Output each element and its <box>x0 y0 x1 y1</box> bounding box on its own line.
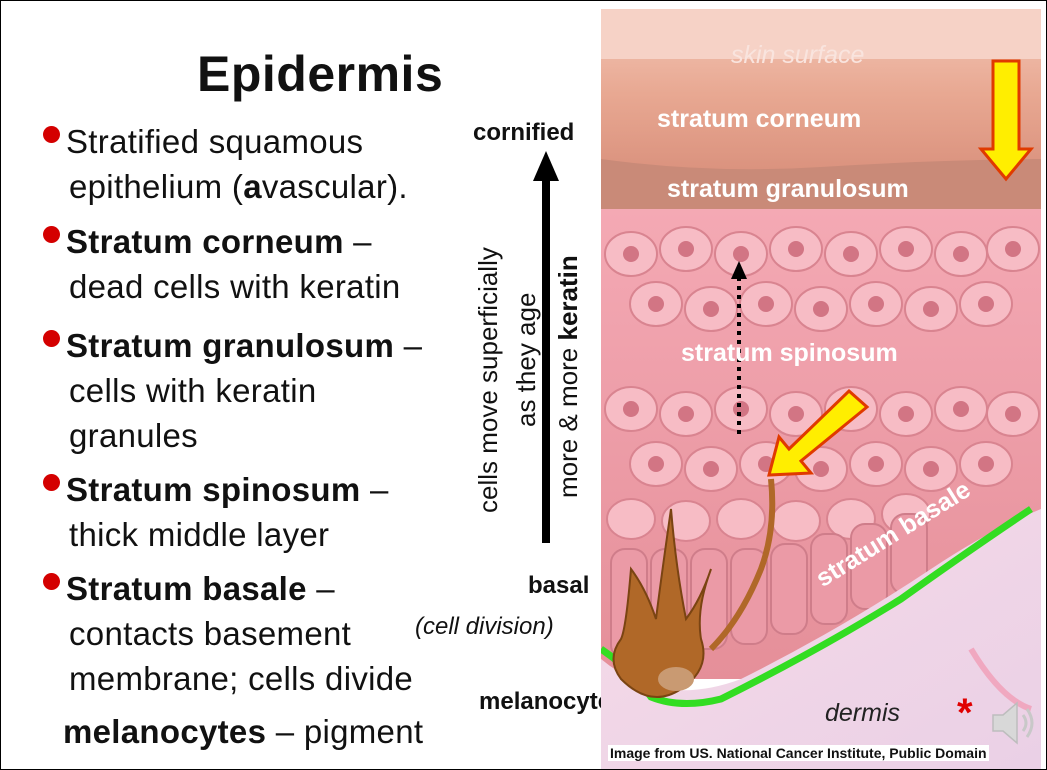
bullet-heading: Stratum spinosum <box>66 471 361 508</box>
bullet-heading: Stratum granulosum <box>66 327 395 364</box>
label-skin-surface: skin surface <box>731 41 865 69</box>
vertical-label-1: cells move superficially <box>473 247 503 513</box>
image-credit: Image from US. National Cancer Institute… <box>608 745 989 761</box>
bullet-line2: cells with keratin <box>69 372 317 409</box>
vertical-label-3-bold: keratin <box>553 255 583 341</box>
melanocytes-note: melanocytes – pigment <box>63 709 483 754</box>
label-cornified: cornified <box>473 119 575 146</box>
slide-title: Epidermis <box>197 46 444 102</box>
bullet-line2: thick middle layer <box>69 516 330 553</box>
bullet-dash: – <box>343 223 372 260</box>
bullet-dot-icon <box>43 329 60 347</box>
bullet-line2-bold: a <box>243 168 262 205</box>
asterisk-icon: * <box>957 691 973 735</box>
label-dermis: dermis <box>825 699 901 727</box>
label-melanocyte: melanocyte <box>479 688 612 715</box>
bullet-line2: epithelium ( <box>69 168 244 205</box>
bullet-corneum: Stratum corneum – dead cells with kerati… <box>43 219 463 309</box>
upward-arrow-icon <box>533 151 559 543</box>
label-stratum-spinosum: stratum spinosum <box>681 339 898 367</box>
bullet-heading: Stratum corneum <box>66 223 344 260</box>
label-stratum-corneum: stratum corneum <box>657 105 862 133</box>
bullet-basale: Stratum basale – contacts basement membr… <box>43 566 463 701</box>
bullet-line2: contacts basement <box>69 615 352 652</box>
bullet-dot-icon <box>43 125 60 143</box>
bullet-dash: – <box>360 471 389 508</box>
epidermis-illustration: skin surface stratum corneum stratum gra… <box>599 9 1041 769</box>
label-cell-division: (cell division) <box>415 613 554 640</box>
bullet-line3: granules <box>69 417 198 454</box>
bullet-dot-icon <box>43 473 60 491</box>
bullet-line1: Stratified squamous <box>66 123 364 160</box>
label-stratum-granulosum: stratum granulosum <box>667 175 909 203</box>
bullet-granulosum: Stratum granulosum – cells with keratin … <box>43 323 463 458</box>
bullet-dot-icon <box>43 225 60 243</box>
bullet-line3: membrane; cells divide <box>69 660 414 697</box>
melanocytes-bold: melanocytes <box>63 713 267 750</box>
bullet-line2-rest: vascular). <box>261 168 408 205</box>
speaker-icon[interactable] <box>989 697 1039 749</box>
vertical-label-3-pre: more & more <box>553 340 583 498</box>
bullet-dash: – <box>306 570 335 607</box>
bullet-heading: Stratum basale <box>66 570 307 607</box>
bullet-line2: dead cells with keratin <box>69 268 401 305</box>
vertical-label-2: as they age <box>511 292 541 427</box>
label-basal: basal <box>528 572 590 599</box>
bullet-dash: – <box>394 327 423 364</box>
bullet-dot-icon <box>43 572 60 590</box>
vertical-label-3: more & more keratin <box>553 255 584 498</box>
bullet-spinosum: Stratum spinosum – thick middle layer <box>43 467 463 557</box>
melanocytes-rest: – pigment <box>266 713 424 750</box>
bullet-epithelium: Stratified squamous epithelium (avascula… <box>43 119 463 209</box>
epidermis-figure-svg <box>599 9 1041 769</box>
